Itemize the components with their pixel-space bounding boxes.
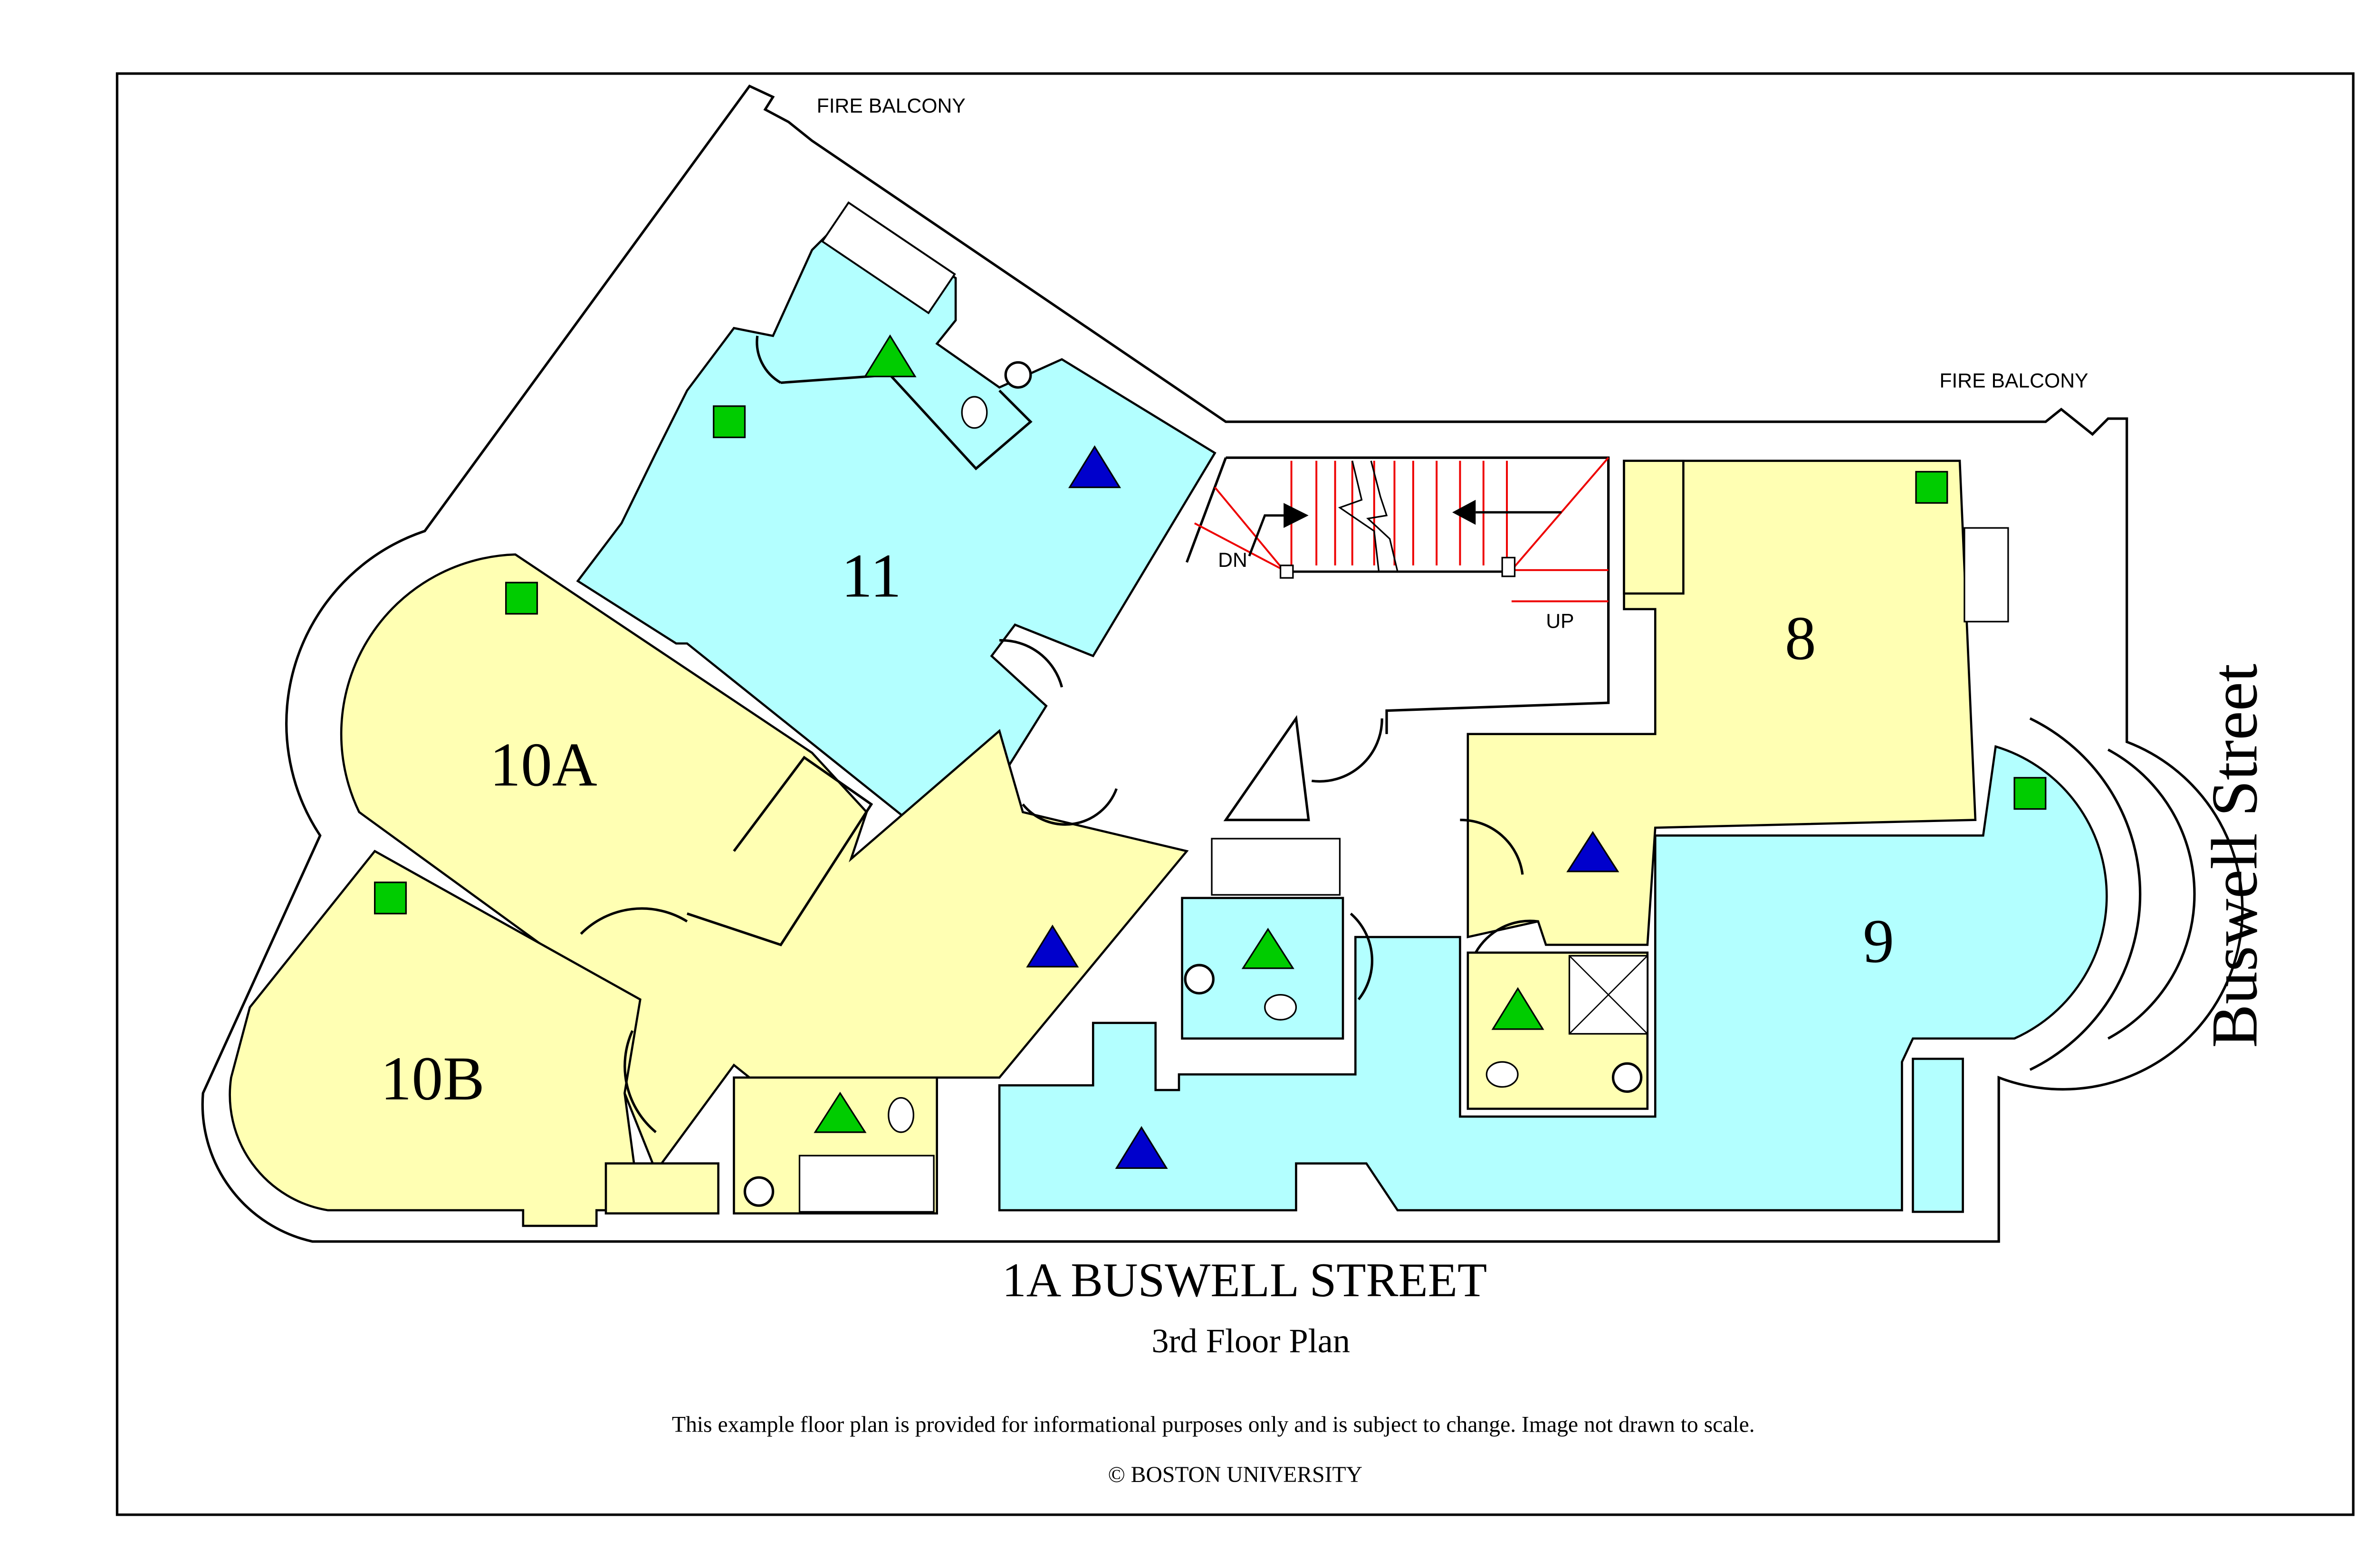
page-border <box>115 72 2355 1516</box>
arrow-right-icon <box>1284 503 1309 528</box>
bathtub-south <box>798 1155 935 1213</box>
room-label-10b: 10B <box>381 1044 485 1113</box>
toilet-icon <box>1184 964 1215 994</box>
green-square-icon <box>505 582 538 615</box>
green-triangle-icon <box>1491 987 1544 1030</box>
fire-balcony-label-north: FIRE BALCONY <box>817 95 966 117</box>
plan-title: 1A BUSWELL STREET <box>1002 1253 1487 1307</box>
copyright: © BOSTON UNIVERSITY <box>1108 1463 1362 1487</box>
green-triangle-icon <box>814 1091 867 1133</box>
toilet-icon <box>1004 361 1032 389</box>
bathtub <box>821 201 956 315</box>
toilet-icon <box>1611 1062 1643 1093</box>
toilet-icon <box>743 1176 775 1207</box>
green-square-markers <box>374 405 2047 915</box>
window-8 <box>1964 527 2009 622</box>
doors <box>580 335 1539 1133</box>
room-10a <box>340 553 1189 1174</box>
room-10b <box>229 850 642 1227</box>
bathtub-east <box>1211 838 1341 896</box>
green-square-icon <box>2013 777 2047 810</box>
stairs-down-label: DN <box>1218 549 1247 572</box>
room-10a-closet <box>687 755 873 947</box>
plan-subtitle: 3rd Floor Plan <box>1151 1322 1350 1360</box>
bay-window-9 <box>2029 717 2196 1071</box>
street-label: Buswell Street <box>2198 664 2271 1048</box>
blue-triangle-markers <box>1026 445 1619 1169</box>
fire-balcony-label-east: FIRE BALCONY <box>1939 369 2088 392</box>
blue-triangle-icon <box>1566 831 1619 872</box>
disclaimer: This example floor plan is provided for … <box>672 1413 1755 1437</box>
room-8-closet <box>1623 459 1685 595</box>
room-label-9: 9 <box>1863 907 1894 976</box>
staircase: DN UP <box>1185 456 1610 734</box>
green-square-icon <box>1915 471 1948 504</box>
closet-9 <box>1912 1058 1964 1213</box>
sink-icon <box>1485 1061 1519 1088</box>
arrow-left-icon <box>1452 499 1476 525</box>
green-square-icon <box>713 405 746 439</box>
room-11 <box>576 210 1217 858</box>
room-label-10a: 10A <box>489 730 597 799</box>
building-outline <box>201 84 2244 1243</box>
sink-icon <box>961 396 988 429</box>
blue-triangle-icon <box>1115 1126 1168 1169</box>
blue-triangle-icon <box>1026 924 1079 968</box>
sink-icon <box>1264 994 1297 1021</box>
closet-10b <box>604 1162 719 1214</box>
sink-icon <box>888 1097 915 1133</box>
room-11-bath <box>780 373 1033 470</box>
room-label-8: 8 <box>1785 604 1816 673</box>
blue-triangle-icon <box>1068 445 1121 488</box>
stairs-up-label: UP <box>1546 610 1574 632</box>
green-square-icon <box>374 881 407 915</box>
room-9 <box>998 745 2108 1212</box>
green-triangle-markers <box>814 334 1544 1133</box>
green-triangle-icon <box>863 334 917 377</box>
green-triangle-icon <box>1241 927 1294 969</box>
room-label-11: 11 <box>841 542 901 611</box>
